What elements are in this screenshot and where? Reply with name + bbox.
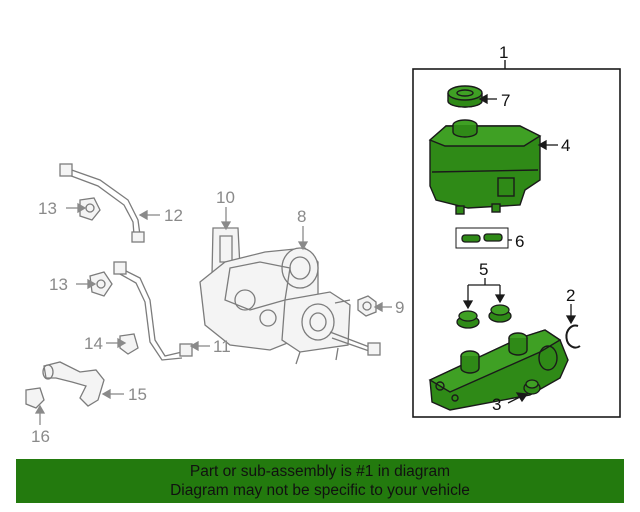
callout-8: 8 <box>297 207 306 226</box>
nut-part-9 <box>357 295 377 317</box>
clip-part-13b <box>89 271 113 297</box>
leader-3 <box>507 396 521 404</box>
callout-1: 1 <box>499 43 508 62</box>
info-banner: Part or sub-assembly is #1 in diagram Di… <box>16 459 624 503</box>
callout-14: 14 <box>84 334 103 353</box>
callout-6: 6 <box>515 232 524 251</box>
callout-12: 12 <box>164 206 183 225</box>
callout-9: 9 <box>395 298 404 317</box>
brake-line-11 <box>113 261 193 361</box>
callout-13a: 13 <box>38 199 57 218</box>
callout-13b: 13 <box>49 275 68 294</box>
callout-10: 10 <box>216 188 235 207</box>
plug-part-3 <box>523 379 541 395</box>
callout-7: 7 <box>501 91 510 110</box>
clip-part-16 <box>25 387 45 409</box>
banner-line-2: Diagram may not be specific to your vehi… <box>170 482 470 499</box>
reservoir-4 <box>428 119 542 215</box>
callout-3: 3 <box>492 395 501 414</box>
hose-part-15 <box>42 361 105 407</box>
roll-pins-6 <box>461 233 503 243</box>
banner-line-1: Part or sub-assembly is #1 in diagram <box>189 463 451 480</box>
callout-11: 11 <box>213 337 231 356</box>
callout-2: 2 <box>566 286 575 305</box>
brake-booster-assembly <box>199 227 381 365</box>
pins-box <box>455 227 509 249</box>
callout-5: 5 <box>479 260 488 279</box>
snap-ring-2 <box>565 324 581 349</box>
callout-15: 15 <box>128 385 147 404</box>
callout-4: 4 <box>561 136 570 155</box>
callout-16: 16 <box>31 427 50 446</box>
reservoir-cap-7 <box>447 85 483 108</box>
assembly-frame <box>412 68 621 418</box>
brake-line-12 <box>59 163 145 243</box>
grommets-5 <box>456 304 512 329</box>
